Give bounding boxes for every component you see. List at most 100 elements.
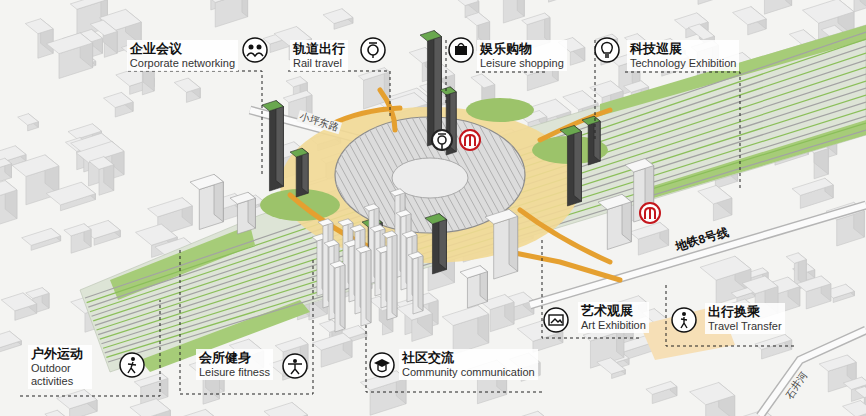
building-roof <box>210 0 248 2</box>
building-face <box>786 0 792 5</box>
building-face <box>434 31 441 142</box>
icon-part <box>368 45 378 55</box>
building-roof <box>452 0 479 6</box>
callout-label: 艺术观展Art Exhibition <box>578 302 649 333</box>
icon-ring <box>120 353 144 377</box>
rail-track <box>101 102 866 344</box>
building-roof <box>792 178 833 195</box>
building-roof <box>0 331 21 348</box>
building-roof <box>582 116 600 125</box>
building-roof <box>802 0 854 23</box>
building-roof <box>402 231 417 238</box>
callout-title: 轨道出行 <box>293 41 345 57</box>
building-roof <box>283 91 312 103</box>
callout-label: 轨道出行Rail travel <box>290 40 348 71</box>
block-building <box>485 209 518 279</box>
city-block <box>18 114 39 131</box>
building-roof <box>466 13 490 26</box>
icon-part <box>293 359 297 363</box>
walkway <box>500 250 620 280</box>
icon-ring <box>370 353 394 377</box>
icon-ring <box>595 38 619 62</box>
tower <box>262 101 283 191</box>
city-block <box>210 0 248 27</box>
city-block <box>843 401 866 416</box>
icon-ring <box>449 38 473 62</box>
building-face <box>439 214 446 270</box>
building-roof <box>819 355 856 371</box>
building-roof <box>797 276 831 292</box>
city-block <box>46 182 95 211</box>
block-building <box>230 192 255 234</box>
building-roof <box>563 91 598 110</box>
icon-part <box>369 43 377 58</box>
rail-logo <box>432 130 452 150</box>
rail-track <box>100 95 866 339</box>
city-block <box>797 276 831 309</box>
city-block <box>630 222 669 255</box>
city-block <box>64 224 91 253</box>
building-roof <box>174 78 200 92</box>
building-roof <box>688 24 714 40</box>
icon-part <box>128 362 136 373</box>
road-inner <box>760 330 866 416</box>
icon-part <box>249 45 254 50</box>
block-building <box>190 174 223 229</box>
building-face <box>418 252 423 311</box>
city-block <box>174 78 200 102</box>
city-block <box>1 293 36 320</box>
callout-icon <box>449 38 473 62</box>
callout-subtitle: Rail travel <box>293 57 345 70</box>
callout-subtitle: Community communication <box>402 366 535 379</box>
building-roof <box>230 192 255 204</box>
icon-part <box>602 43 613 58</box>
city-block <box>57 390 97 416</box>
callout-frame <box>20 300 160 396</box>
building-roof <box>130 399 170 416</box>
building-roof <box>396 210 411 217</box>
callout-title: 出行换乘 <box>708 304 782 320</box>
city-block <box>792 178 833 208</box>
building-roof <box>690 382 735 404</box>
building-roof <box>460 266 487 278</box>
callout-icon <box>243 38 267 62</box>
callout-subtitle: Leisure shopping <box>480 57 564 70</box>
building-roof <box>275 338 308 352</box>
building-roof <box>1 293 36 311</box>
callout-title: 社区交流 <box>402 350 535 366</box>
callout-title: 企业会议 <box>130 41 235 57</box>
building-face <box>574 126 581 202</box>
buildings <box>190 31 654 332</box>
building-roof <box>89 157 114 170</box>
rail-track <box>97 81 866 330</box>
city-block <box>442 305 488 354</box>
icon-part <box>455 46 467 55</box>
building-roof <box>855 387 866 398</box>
icon-ring <box>283 354 307 378</box>
metro-logo <box>460 130 480 150</box>
city-block <box>323 9 353 30</box>
building-roof <box>382 231 397 238</box>
callout-icon <box>370 353 394 377</box>
building-roof <box>0 181 17 197</box>
icon-part <box>681 317 687 328</box>
building-roof <box>520 411 553 416</box>
building-roof <box>630 222 669 239</box>
rail-band <box>80 25 866 372</box>
residential-tower <box>330 261 345 332</box>
building-roof <box>104 92 134 107</box>
icon-part <box>257 45 262 50</box>
building-roof <box>471 74 495 88</box>
building-roof <box>440 87 456 95</box>
building-roof <box>700 256 751 280</box>
callout-title: 科技巡展 <box>630 41 736 57</box>
logo-ring <box>640 203 660 223</box>
building-roof <box>350 225 365 232</box>
city-block <box>687 0 713 4</box>
city-block <box>312 333 352 367</box>
icon-part <box>458 44 464 47</box>
building-face <box>392 231 397 317</box>
building-face <box>242 0 248 17</box>
city-block <box>45 410 68 416</box>
